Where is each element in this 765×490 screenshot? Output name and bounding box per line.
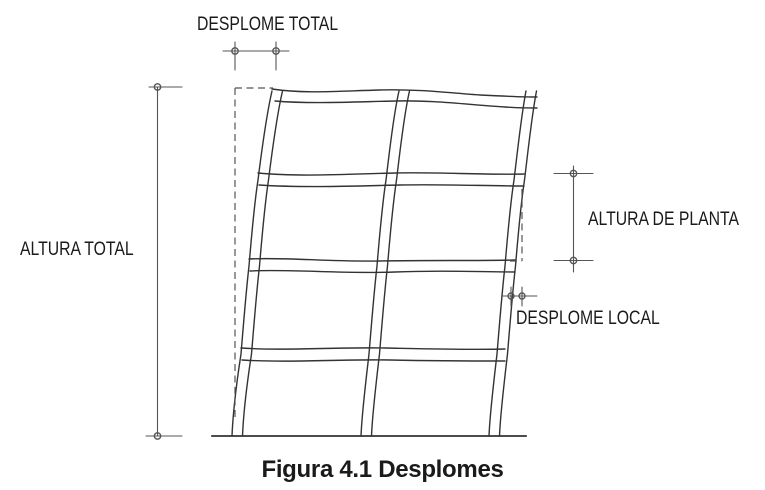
- label-desplome-total: DESPLOME TOTAL: [197, 15, 367, 34]
- dimension-altura-total: [145, 83, 183, 440]
- label-altura-de-planta-text: ALTURA DE PLANTA: [588, 209, 740, 230]
- column-right: [488, 90, 538, 437]
- label-desplome-local: DESPLOME LOCAL: [516, 309, 689, 328]
- label-desplome-local-text: DESPLOME LOCAL: [516, 308, 660, 329]
- beam-floor-1: [240, 347, 506, 362]
- label-altura-de-planta: ALTURA DE PLANTA: [588, 210, 765, 229]
- beam-roof: [271, 88, 538, 109]
- figure-caption: Figura 4.1 Desplomes: [261, 456, 504, 483]
- label-desplome-total-text: DESPLOME TOTAL: [197, 14, 339, 35]
- reference-dashed-lines: [234, 87, 523, 420]
- dimension-desplome-total: [222, 41, 290, 71]
- label-altura-total: ALTURA TOTAL: [20, 240, 157, 259]
- dimension-altura-de-planta: [553, 165, 594, 273]
- beam-floor-3: [257, 172, 525, 188]
- column-left: [231, 90, 284, 437]
- column-middle: [360, 90, 411, 437]
- label-altura-total-text: ALTURA TOTAL: [20, 239, 134, 260]
- building-frame: [211, 88, 538, 437]
- beam-floor-2: [248, 257, 516, 274]
- dimension-desplome-local: [502, 286, 538, 307]
